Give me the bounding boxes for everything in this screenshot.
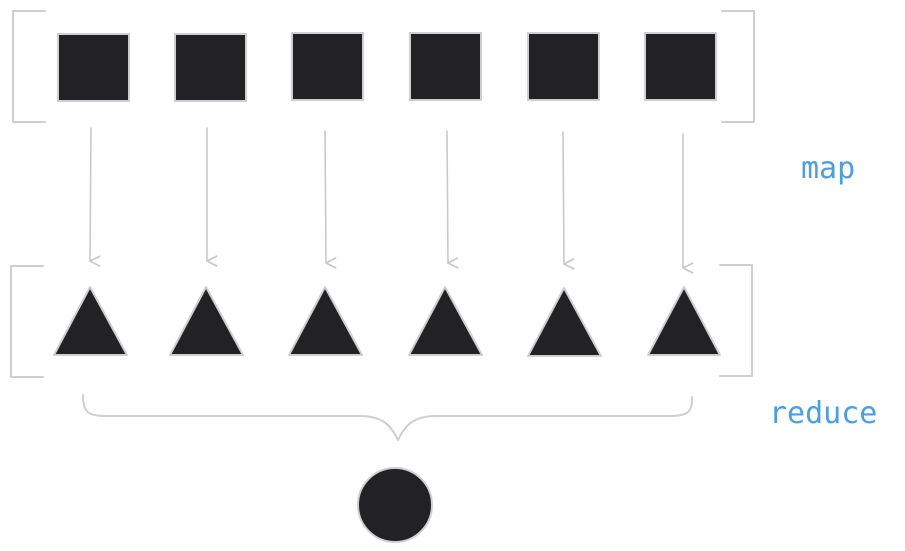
reduce-brace [82, 394, 693, 441]
mapped-triangle [647, 286, 721, 356]
result-circle [357, 467, 433, 543]
mapped-triangle [527, 287, 602, 357]
input-square [527, 32, 600, 101]
input-square [644, 32, 717, 101]
input-array-right-bracket [721, 10, 755, 123]
mapped-triangle [408, 286, 483, 356]
map-arrow [446, 130, 459, 269]
mapped-triangle [169, 286, 244, 356]
input-square [291, 32, 364, 101]
map-label: map [801, 151, 856, 186]
mapped-triangle [53, 286, 128, 356]
input-square [57, 33, 130, 102]
map-arrow [562, 131, 575, 270]
mapped-array-left-bracket [10, 265, 44, 378]
input-square [174, 33, 247, 102]
mapped-triangle [288, 286, 363, 356]
map-arrow [324, 130, 337, 269]
input-array-left-bracket [12, 10, 46, 123]
map-arrow [89, 127, 101, 267]
reduce-label: reduce [769, 396, 878, 431]
input-square [409, 32, 482, 101]
mapped-array-right-bracket [719, 264, 753, 377]
